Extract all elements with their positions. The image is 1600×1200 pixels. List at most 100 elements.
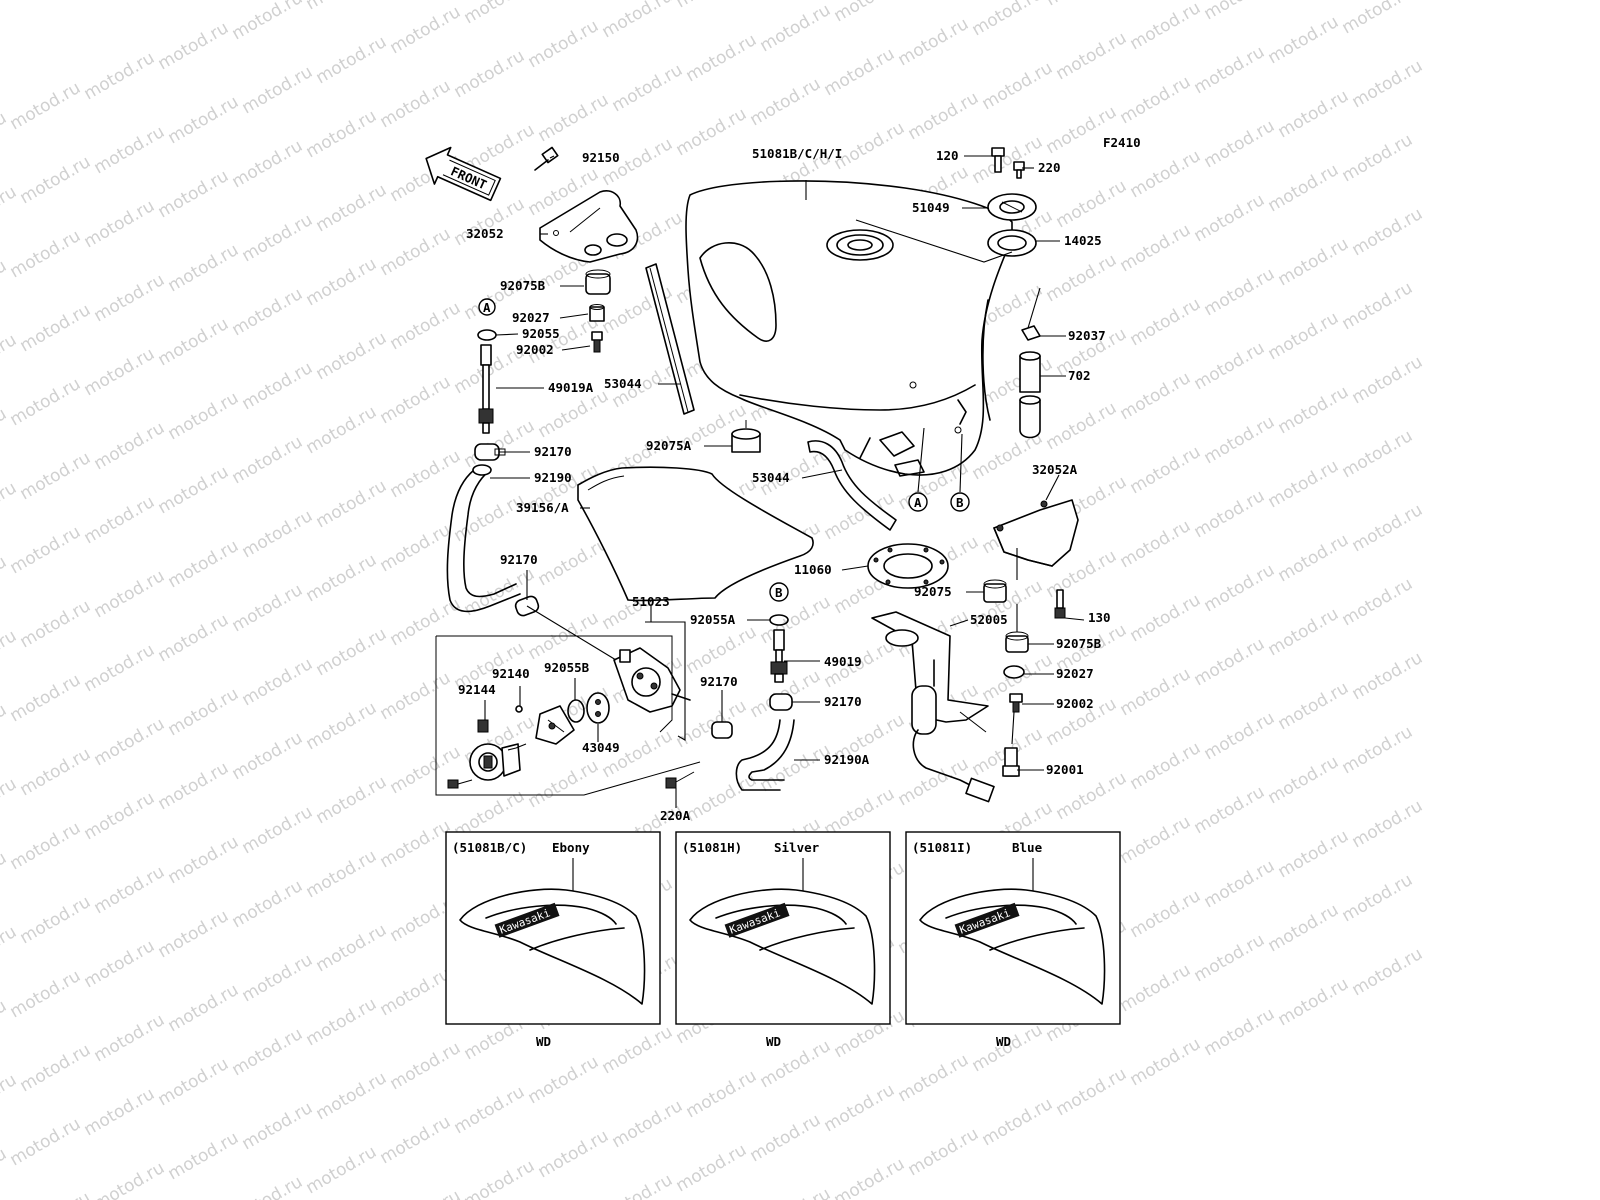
watermark-text: motod.ru <box>1339 426 1417 482</box>
watermark-text: motod.ru <box>1349 944 1427 1000</box>
watermark-text: motod.ru <box>1127 886 1205 942</box>
callout-A-tank <box>908 492 928 512</box>
watermark-text: motod.ru <box>229 432 307 488</box>
leader-51023 <box>645 621 686 741</box>
watermark-text: motod.ru <box>7 670 85 726</box>
label-92002-left: 92002 <box>516 342 554 357</box>
watermark-text: motod.ru <box>979 1094 1057 1150</box>
watermark-text: motod.ru <box>969 0 1047 40</box>
watermark-text: motod.ru <box>313 328 391 384</box>
watermark-text: motod.ru <box>229 136 307 192</box>
hose-702 <box>1019 351 1041 439</box>
bracket-32052 <box>539 190 639 263</box>
label-53044-b: 53044 <box>752 470 790 485</box>
watermark-text: motod.ru <box>377 1112 455 1168</box>
watermark-text: motod.ru <box>229 0 307 44</box>
watermark-text: motod.ru <box>451 46 529 102</box>
cap-base-14025 <box>987 229 1037 257</box>
watermark-text: motod.ru <box>165 832 243 888</box>
watermark-text: motod.ru <box>1201 560 1279 616</box>
watermark-text: motod.ru <box>1265 604 1343 660</box>
watermark-text: motod.ru <box>155 610 233 666</box>
label-49019: 49019 <box>824 654 862 669</box>
watermark-text: motod.ru <box>1127 294 1205 350</box>
watermark-text: motod.ru <box>303 846 381 902</box>
watermark-text: motod.ru <box>303 0 381 14</box>
watermark-text: motod.ru <box>155 758 233 814</box>
callout-A-left-text: A <box>483 300 491 315</box>
label-51023: 51023 <box>632 594 670 609</box>
label-92075: 92075 <box>914 584 952 599</box>
callout-B-tank-text: B <box>956 495 964 510</box>
watermark-text: motod.ru <box>165 240 243 296</box>
variant-code: (51081I) <box>912 840 972 855</box>
label-92055A: 92055A <box>690 612 736 627</box>
variant-color: Ebony <box>552 840 590 855</box>
leader-cap-tank <box>855 219 1013 263</box>
watermark-text: motod.ru <box>7 966 85 1022</box>
exploded-box-bottom <box>435 636 701 796</box>
watermark-text: motod.ru <box>155 18 233 74</box>
watermark-text: motod.ru <box>1117 960 1195 1016</box>
collar-92027-right <box>1003 665 1025 679</box>
label-92170-a: 92170 <box>534 444 572 459</box>
watermark-text: motod.ru <box>1117 812 1195 868</box>
label-92055B: 92055B <box>544 660 590 675</box>
watermark-text: motod.ru <box>239 506 317 562</box>
watermark-text: motod.ru <box>1265 12 1343 68</box>
label-92170-c: 92170 <box>700 674 738 689</box>
exploded-box-top <box>436 635 673 733</box>
watermark-text: motod.ru <box>387 298 465 354</box>
collar-92027-left <box>589 304 605 322</box>
watermark-text: motod.ru <box>313 476 391 532</box>
watermark-text: motod.ru <box>525 16 603 72</box>
watermark-text: motod.ru <box>1265 900 1343 956</box>
watermark-text: motod.ru <box>757 0 835 56</box>
label-53044-a: 53044 <box>604 376 642 391</box>
bolt-130 <box>1054 589 1066 619</box>
watermark-text: motod.ru <box>673 696 751 752</box>
watermark-text: motod.ru <box>387 1186 465 1200</box>
lever-assembly <box>469 743 521 781</box>
watermark-text: motod.ru <box>313 180 391 236</box>
variant-footer: WD <box>536 1034 551 1049</box>
watermark-text: motod.ru <box>165 92 243 148</box>
watermark-text: motod.ru <box>155 314 233 370</box>
watermark-text: motod.ru <box>303 550 381 606</box>
spring-92144 <box>477 719 489 733</box>
watermark-text: motod.ru <box>1127 738 1205 794</box>
watermark-text: motod.ru <box>377 372 455 428</box>
watermark-text: motod.ru <box>1349 352 1427 408</box>
callout-A-tank-text: A <box>914 495 922 510</box>
watermark-text: motod.ru <box>673 1140 751 1196</box>
bolt-220 <box>1013 161 1025 179</box>
screw-220A <box>665 771 695 789</box>
watermark-text: motod.ru <box>1191 338 1269 394</box>
watermark-text: motod.ru <box>1265 456 1343 512</box>
watermark-text: motod.ru <box>1127 1034 1205 1090</box>
callout-B-tank <box>950 492 970 512</box>
o-ring-92055B <box>567 699 585 723</box>
watermark-text: motod.ru <box>831 1154 909 1200</box>
valve-49019A <box>478 344 494 434</box>
watermark-text: motod.ru <box>313 624 391 680</box>
grommet-92075 <box>983 579 1007 603</box>
watermark-text: motod.ru <box>81 640 159 696</box>
watermark-text: motod.ru <box>17 744 95 800</box>
watermark-text: motod.ru <box>1275 826 1353 882</box>
watermark-text: motod.ru <box>1127 590 1205 646</box>
watermark-text: motod.ru <box>1117 664 1195 720</box>
watermark-text: motod.ru <box>7 78 85 134</box>
watermark-text: motod.ru <box>1349 500 1427 556</box>
watermark-text: motod.ru <box>1043 250 1121 306</box>
watermark-text: motod.ru <box>91 122 169 178</box>
fuel-tank <box>685 180 1013 477</box>
watermark-text: motod.ru <box>1191 930 1269 986</box>
leader-A-tank <box>917 427 925 493</box>
watermark-text: motod.ru <box>1265 308 1343 364</box>
watermark-text: motod.ru <box>239 62 317 118</box>
variant-color: Blue <box>1012 840 1043 855</box>
label-39156A: 39156/A <box>516 500 569 515</box>
watermark-text: motod.ru <box>303 106 381 162</box>
